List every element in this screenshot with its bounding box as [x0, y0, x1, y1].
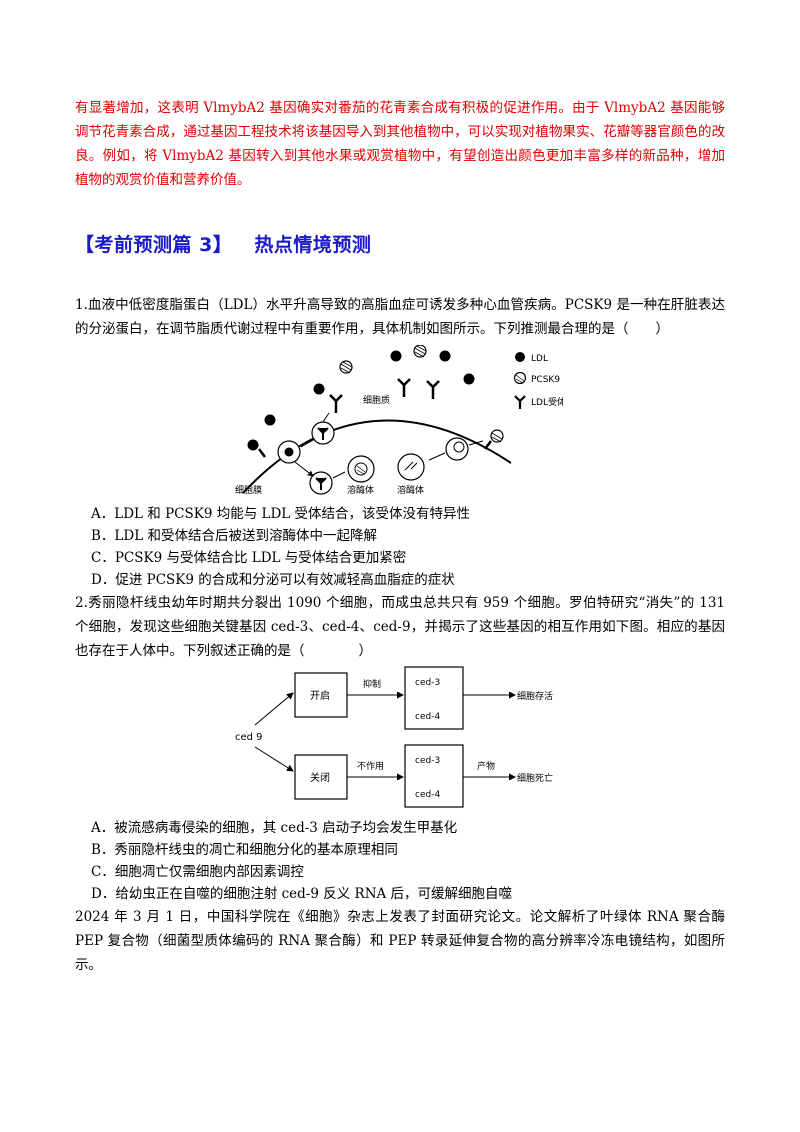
q1-option-d: D．促进 PCSK9 的合成和分泌可以有效减轻高血脂症的症状 — [91, 572, 455, 588]
legend-ldl-marker — [515, 352, 525, 362]
ldl-receptor — [329, 394, 343, 413]
red-conclusion-paragraph: 有显著增加，这表明 VlmybA2 基因确实对番茄的花青素合成有积极的促进作用。… — [75, 100, 725, 188]
label-survive: 细胞存活 — [517, 690, 553, 702]
q1-option-c: C．PCSK9 与受体结合比 LDL 与受体结合更加紧密 — [91, 550, 407, 566]
q2-option-a: A．被流感病毒侵染的细胞，其 ced-3 启动子均会发生甲基化 — [91, 820, 458, 836]
label-ced3-bottom: ced-3 — [415, 756, 440, 766]
legend-ldl: LDL — [531, 354, 548, 364]
section-heading: 【考前预测篇 3】热点情境预测 — [75, 230, 725, 257]
lysosome-2 — [397, 453, 425, 481]
ldl-particle — [463, 373, 475, 385]
label-no-effect: 不作用 — [357, 760, 384, 772]
cell-membrane-arc — [242, 419, 512, 494]
label-death: 细胞死亡 — [517, 772, 553, 784]
label-cytoplasm: 细胞质 — [363, 394, 390, 406]
ldl-particle — [313, 383, 325, 395]
question-2-stem: 2.秀丽隐杆线虫幼年时期共分裂出 1090 个细胞，而成虫总共只有 959 个细… — [75, 595, 725, 659]
legend-receptor: LDL受体 — [531, 396, 563, 408]
question-1-stem: 1.血液中低密度脂蛋白（LDL）水平升高导致的高脂血症可诱发多种心血管疾病。PC… — [75, 297, 725, 337]
ldl-receptor — [484, 440, 492, 450]
q2-option-b: B．秀丽隐杆线虫的凋亡和细胞分化的基本原理相同 — [91, 842, 398, 858]
label-membrane: 细胞膜 — [235, 484, 262, 496]
box-off — [294, 754, 348, 800]
q1-option-a: A．LDL 和 PCSK9 均能与 LDL 受体结合，该受体没有特异性 — [91, 506, 471, 522]
label-lysosome-2: 溶酶体 — [397, 484, 424, 496]
label-ced3-top: ced-3 — [415, 678, 440, 688]
label-lysosome-1: 溶酶体 — [347, 484, 374, 496]
ldl-particle — [264, 414, 276, 426]
question-3-intro: 2024 年 3 月 1 日，中国科学院在《细胞》杂志上发表了封面研究论文。论文… — [75, 909, 725, 973]
label-ced4-bottom: ced-4 — [415, 790, 440, 800]
document-page: 有显著增加，这表明 VlmybA2 基因确实对番茄的花青素合成有积极的促进作用。… — [75, 96, 725, 977]
label-ced4-top: ced-4 — [415, 712, 440, 722]
q1-option-b: B．LDL 和受体结合后被送到溶酶体中一起降解 — [91, 528, 377, 544]
legend-pcsk9: PCSK9 — [531, 375, 560, 385]
legend-receptor-marker — [514, 395, 526, 409]
ldl-particle — [439, 350, 451, 362]
ldl-particle — [247, 439, 259, 451]
ldl-receptor — [258, 448, 266, 458]
box-ced-top — [404, 666, 464, 730]
label-on: 开启 — [310, 689, 330, 702]
question-2-options: A．被流感病毒侵染的细胞，其 ced-3 启动子均会发生甲基化 B．秀丽隐杆线虫… — [75, 817, 725, 905]
ldl-mechanism-figure: 细胞质 细胞膜 溶酶体 溶酶体 LDL PCSK9 LDL受体 — [235, 345, 563, 496]
box-on — [294, 672, 348, 718]
ldl-particle — [390, 350, 402, 362]
section-title-text: 热点情境预测 — [254, 234, 372, 256]
box-ced-bottom — [404, 744, 464, 808]
label-off: 关闭 — [310, 771, 330, 784]
ldl-receptor — [397, 378, 411, 397]
q2-option-c: C．细胞凋亡仅需细胞内部因素调控 — [91, 864, 304, 880]
question-1-options: A．LDL 和 PCSK9 均能与 LDL 受体结合，该受体没有特异性 B．LD… — [75, 503, 725, 591]
label-ced9: ced 9 — [235, 732, 263, 743]
section-title-tag: 【考前预测篇 3】 — [75, 234, 233, 256]
label-product: 产物 — [477, 760, 495, 772]
q2-option-d: D．给幼虫正在自噬的细胞注射 ced-9 反义 RNA 后，可缓解细胞自噬 — [91, 886, 513, 902]
ldl-receptor — [426, 380, 440, 399]
label-inhibit: 抑制 — [363, 678, 381, 690]
ced-gene-diagram: ced 9 开启 关闭 抑制 不作用 ced-3 ced-4 ced-3 ced… — [235, 666, 553, 808]
